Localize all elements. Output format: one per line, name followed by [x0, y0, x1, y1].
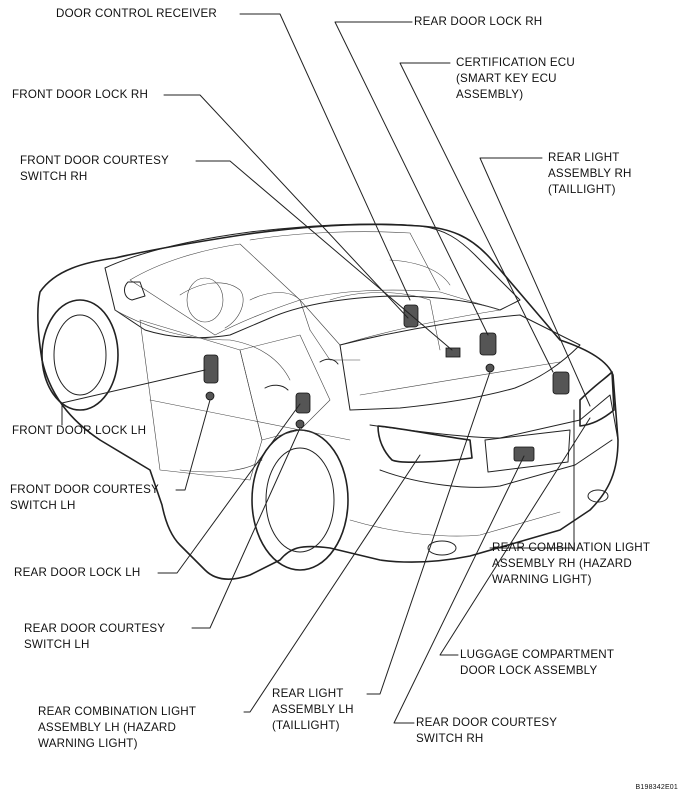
- label-front-door-courtesy-switch-rh: FRONT DOOR COURTESY SWITCH RH: [20, 153, 169, 185]
- label-rear-door-lock-lh: REAR DOOR LOCK LH: [14, 565, 140, 581]
- leader-rear-combination-light-rh: [489, 409, 575, 549]
- leader-rear-door-courtesy-switch-lh: [191, 427, 301, 629]
- label-line: REAR COMBINATION LIGHT: [492, 541, 651, 554]
- label-line: DOOR CONTROL RECEIVER: [56, 7, 217, 20]
- leader-door-control-receiver: [239, 13, 411, 301]
- label-line: (SMART KEY ECU: [456, 72, 557, 85]
- label-rear-combination-light-lh: REAR COMBINATION LIGHT ASSEMBLY LH (HAZA…: [38, 704, 196, 752]
- label-front-door-lock-rh: FRONT DOOR LOCK RH: [12, 87, 148, 103]
- leader-front-door-courtesy-switch-lh: [175, 399, 211, 491]
- front-door-courtesy-switch-lh-part: [205, 391, 215, 401]
- car-body: [37, 223, 619, 580]
- front-door-lock-lh-part: [203, 354, 219, 384]
- label-line: FRONT DOOR LOCK RH: [12, 88, 149, 101]
- label-line: REAR DOOR LOCK RH: [414, 15, 543, 28]
- label-rear-combination-light-rh: REAR COMBINATION LIGHT ASSEMBLY RH (HAZA…: [492, 540, 650, 588]
- figure-code: B198342E01: [635, 784, 678, 791]
- label-line: ASSEMBLY): [456, 88, 524, 101]
- label-line: WARNING LIGHT): [38, 737, 138, 750]
- label-line: FRONT DOOR LOCK LH: [12, 424, 147, 437]
- leader-front-door-lock-lh: [61, 369, 206, 426]
- leader-rear-light-lh: [366, 371, 491, 695]
- label-front-door-lock-lh: FRONT DOOR LOCK LH: [12, 423, 146, 439]
- label-rear-door-courtesy-switch-rh: REAR DOOR COURTESY SWITCH RH: [416, 715, 557, 747]
- leader-lines: [61, 13, 591, 724]
- label-line: SWITCH LH: [10, 499, 76, 512]
- leader-rear-combination-light-lh: [243, 454, 421, 713]
- rear-door-courtesy-switch-rh-part: [485, 363, 495, 373]
- label-front-door-courtesy-switch-lh: FRONT DOOR COURTESY SWITCH LH: [10, 482, 159, 514]
- label-line: WARNING LIGHT): [492, 573, 592, 586]
- label-rear-door-lock-rh: REAR DOOR LOCK RH: [414, 14, 542, 30]
- leader-front-door-lock-rh: [163, 94, 409, 319]
- label-rear-door-courtesy-switch-lh: REAR DOOR COURTESY SWITCH LH: [24, 621, 165, 653]
- rear-door-lock-lh-part: [295, 392, 311, 414]
- label-line: DOOR LOCK ASSEMBLY: [460, 664, 598, 677]
- leader-rear-door-courtesy-switch-rh: [393, 455, 525, 724]
- label-certification-ecu: CERTIFICATION ECU (SMART KEY ECU ASSEMBL…: [456, 55, 575, 103]
- label-line: SWITCH LH: [24, 638, 90, 651]
- rear-door-lock-rh-part: [479, 332, 497, 356]
- label-line: FRONT DOOR COURTESY: [20, 154, 169, 167]
- rear-light-rh-part: [552, 371, 570, 395]
- front-door-lock-rh-part: [403, 304, 419, 328]
- leader-rear-door-lock-rh: [334, 21, 489, 336]
- leader-rear-light-rh: [479, 157, 591, 407]
- label-line: ASSEMBLY LH: [272, 703, 354, 716]
- label-line: FRONT DOOR COURTESY: [10, 483, 159, 496]
- label-line: REAR LIGHT: [548, 151, 620, 164]
- leader-front-door-courtesy-switch-rh: [195, 160, 453, 351]
- label-line: SWITCH RH: [20, 170, 88, 183]
- label-line: REAR COMBINATION LIGHT: [38, 705, 197, 718]
- leader-certification-ecu: [399, 62, 554, 373]
- label-rear-light-rh: REAR LIGHT ASSEMBLY RH (TAILLIGHT): [548, 150, 632, 198]
- label-line: REAR DOOR COURTESY: [24, 622, 166, 635]
- leader-rear-door-lock-lh: [157, 403, 301, 574]
- label-line: CERTIFICATION ECU: [456, 56, 575, 69]
- label-line: (TAILLIGHT): [548, 183, 616, 196]
- rear-door-courtesy-switch-lh-part: [295, 419, 305, 429]
- label-line: REAR LIGHT: [272, 687, 344, 700]
- label-luggage-compartment-lock: LUGGAGE COMPARTMENT DOOR LOCK ASSEMBLY: [460, 647, 614, 679]
- label-line: ASSEMBLY RH: [548, 167, 632, 180]
- leader-luggage-lock: [439, 417, 591, 656]
- label-line: SWITCH RH: [416, 732, 484, 745]
- label-rear-light-lh: REAR LIGHT ASSEMBLY LH (TAILLIGHT): [272, 686, 354, 734]
- component-markers: [203, 304, 570, 462]
- label-line: ASSEMBLY RH (HAZARD: [492, 557, 632, 570]
- label-door-control-receiver: DOOR CONTROL RECEIVER: [56, 6, 217, 22]
- label-line: (TAILLIGHT): [272, 719, 340, 732]
- certification-ecu-part: [445, 347, 461, 358]
- luggage-lock-part: [513, 446, 535, 462]
- label-line: REAR DOOR LOCK LH: [14, 566, 141, 579]
- label-line: ASSEMBLY LH (HAZARD: [38, 721, 177, 734]
- label-line: LUGGAGE COMPARTMENT: [460, 648, 615, 661]
- label-line: REAR DOOR COURTESY: [416, 716, 558, 729]
